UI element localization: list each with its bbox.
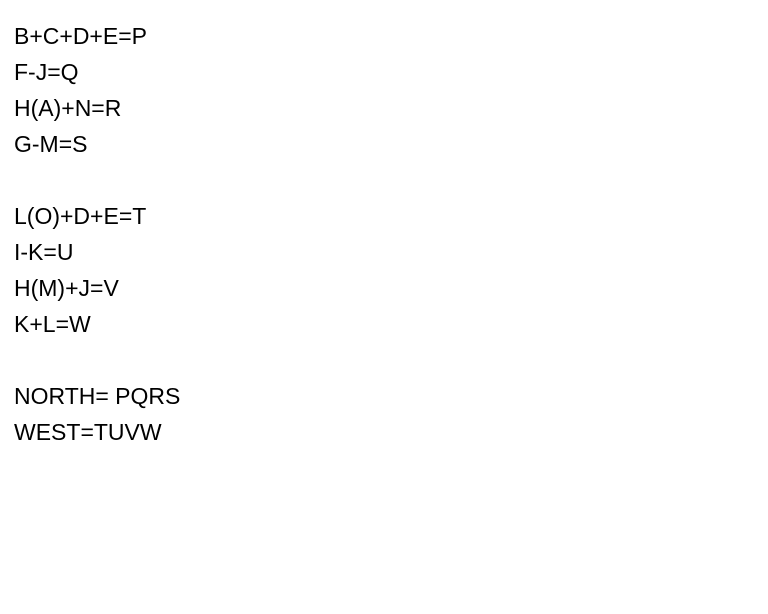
- equation-line-7: H(M)+J=V: [14, 275, 119, 301]
- equation-line-6: I-K=U: [14, 239, 74, 265]
- west-line: WEST=TUVW: [14, 419, 162, 445]
- blank-line: [14, 162, 180, 198]
- north-line: NORTH= PQRS: [14, 383, 181, 409]
- equation-line-3: H(A)+N=R: [14, 95, 122, 121]
- blank-line: [14, 342, 180, 378]
- equation-line-1: B+C+D+E=P: [14, 23, 147, 49]
- equation-line-8: K+L=W: [14, 311, 91, 337]
- equation-line-5: L(O)+D+E=T: [14, 203, 147, 229]
- equation-line-4: G-M=S: [14, 131, 88, 157]
- equations-document: B+C+D+E=P F-J=Q H(A)+N=R G-M=S L(O)+D+E=…: [14, 18, 180, 450]
- equation-line-2: F-J=Q: [14, 59, 79, 85]
